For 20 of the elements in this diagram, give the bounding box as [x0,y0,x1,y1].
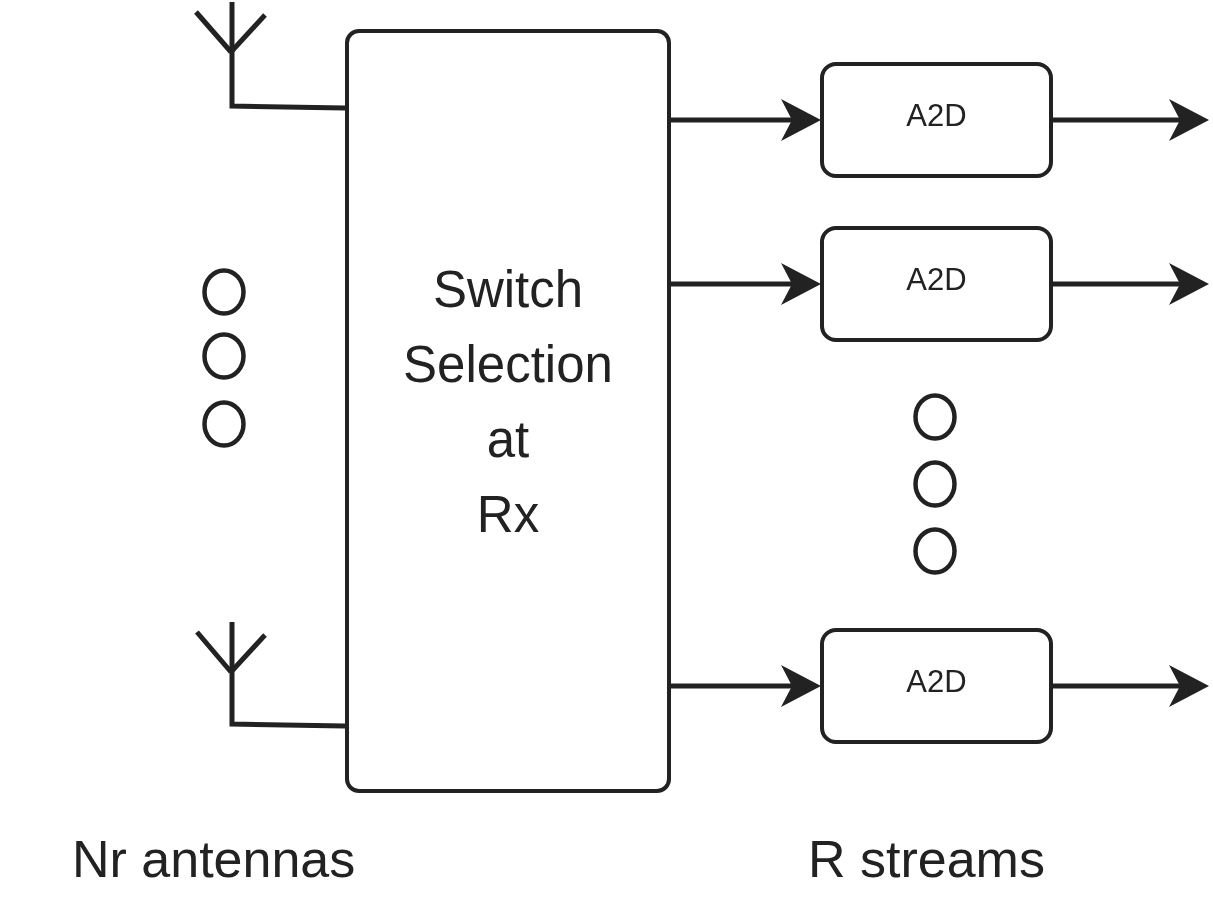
antenna-icon [194,1,268,58]
connector-line [229,58,346,111]
converter-block [820,628,1053,744]
arrow [671,665,821,707]
converter-block [820,62,1053,178]
caption-label: Nr antennas [72,829,356,889]
box-label: A2D [906,262,967,298]
box-label: A2D [906,664,967,700]
arrow [1053,263,1209,305]
antenna-icon [194,620,268,676]
arrow [671,99,821,141]
arrow [1053,665,1209,707]
box-label: Switch Selection at Rx [403,260,613,545]
converter-block [820,226,1053,342]
caption-label: R streams [808,829,1045,889]
arrow [671,263,821,305]
switch-block [345,29,671,793]
connector-line [229,676,346,729]
box-label: A2D [906,98,967,134]
arrow [1053,99,1209,141]
